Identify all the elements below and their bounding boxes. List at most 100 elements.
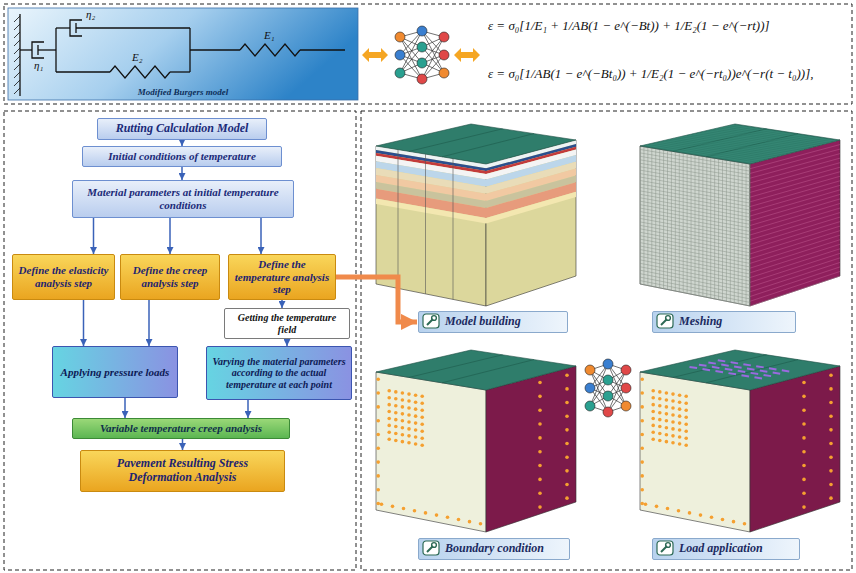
net-neuron	[621, 383, 631, 393]
mesh-line	[640, 274, 750, 296]
mesh-line	[750, 235, 840, 263]
constraint-dot	[640, 488, 644, 492]
constraint-dot	[387, 389, 391, 393]
constraint-dot	[829, 414, 833, 418]
load-patch	[734, 366, 742, 367]
constraint-dot	[658, 425, 662, 429]
step-box: Define the elasticity analysis step	[12, 254, 115, 300]
model-panel: Modified Burgers model	[8, 8, 358, 100]
mesh-line	[640, 263, 750, 284]
constraint-dot	[684, 402, 688, 406]
constraint-dot	[401, 440, 405, 444]
constraint-dot	[671, 392, 675, 396]
net-neuron	[395, 50, 405, 60]
net-neuron	[417, 58, 427, 68]
net-neuron	[603, 375, 613, 385]
model-line	[673, 355, 767, 378]
model-face	[486, 140, 576, 306]
wrench-icon	[422, 313, 440, 329]
symbol-label: E₁	[264, 29, 275, 41]
constraint-dot	[671, 441, 675, 445]
constraint-dot	[565, 455, 569, 459]
mesh-line	[750, 276, 840, 306]
constraint-dot	[678, 421, 682, 425]
net-neuron	[621, 365, 631, 375]
constraint-dot	[387, 431, 391, 435]
model-line	[706, 360, 798, 383]
mesh-line	[640, 170, 750, 189]
constraint-dot	[684, 429, 688, 433]
constraint-dot	[640, 419, 644, 423]
net-neuron	[603, 407, 613, 417]
step-label: Meshing	[652, 311, 796, 333]
symbol-label: E₂	[132, 51, 143, 63]
node-text: Rutting Calculation Model	[116, 122, 249, 136]
flow-arrow	[181, 167, 183, 180]
model-face	[376, 372, 486, 532]
model-face	[376, 146, 486, 306]
constraint-dot	[424, 511, 428, 515]
load-patch	[756, 366, 763, 367]
load-patch	[715, 371, 723, 372]
constraint-dot	[678, 414, 682, 418]
node-text: Define the creep analysis step	[125, 264, 215, 289]
load-patch	[689, 367, 697, 368]
mesh-line	[640, 270, 750, 292]
process-box: Initial conditions of temperature	[82, 146, 282, 167]
constraint-dot	[671, 399, 675, 403]
load-patch	[721, 364, 729, 365]
constraint-dot	[376, 502, 380, 506]
constraint-dot	[538, 450, 542, 454]
mesh-line	[750, 158, 840, 183]
constraint-dot	[684, 408, 688, 412]
symbol-label: η₁	[34, 59, 43, 71]
constraint-dot	[802, 464, 806, 468]
constraint-dot	[665, 398, 669, 402]
constraint-dot	[538, 381, 542, 385]
constraint-dot	[387, 410, 391, 414]
step-label: Model building	[418, 311, 568, 333]
constraint-dot	[376, 447, 380, 451]
constraint-dot	[802, 436, 806, 440]
constraint-dot	[658, 404, 662, 408]
constraint-dot	[658, 390, 662, 394]
constraint-dot	[671, 434, 675, 438]
constraint-dot	[376, 391, 380, 395]
node-text: Pavement Resulting Stress Deformation An…	[85, 457, 280, 485]
constraint-dot	[420, 429, 424, 433]
process-box: Getting the temperature field	[224, 308, 350, 339]
flow-arrow	[93, 218, 95, 254]
model-backdrop	[8, 8, 358, 100]
constraint-dot	[565, 496, 569, 500]
load-patch	[699, 365, 707, 366]
net-neuron	[417, 26, 427, 36]
constraint-dot	[479, 522, 483, 526]
constraint-dot	[387, 424, 391, 428]
constraint-dot	[678, 400, 682, 404]
node-text: Material parameters at initial temperatu…	[77, 186, 289, 211]
constraint-dot	[678, 393, 682, 397]
mesh-line	[640, 267, 750, 289]
model-face	[750, 366, 840, 532]
constraint-dot	[565, 387, 569, 391]
constraint-dot	[394, 411, 398, 415]
constraint-dot	[414, 400, 418, 404]
constraint-dot	[802, 422, 806, 426]
constraint-dot	[394, 390, 398, 394]
dashed-panel	[4, 111, 356, 570]
constraint-dot	[387, 396, 391, 400]
constraint-dot	[651, 410, 655, 414]
flow-arrow	[247, 400, 249, 418]
mesh-line	[654, 143, 763, 161]
mesh-line	[750, 267, 840, 297]
model-top	[376, 124, 576, 164]
net-neuron	[603, 391, 613, 401]
constraint-dot	[684, 436, 688, 440]
pavement-model	[376, 124, 576, 306]
constraint-dot	[394, 439, 398, 443]
net-neuron	[603, 359, 613, 369]
constraint-dot	[420, 443, 424, 447]
mesh-line	[640, 167, 750, 186]
mesh-line	[697, 133, 804, 150]
constraint-dot	[401, 426, 405, 430]
